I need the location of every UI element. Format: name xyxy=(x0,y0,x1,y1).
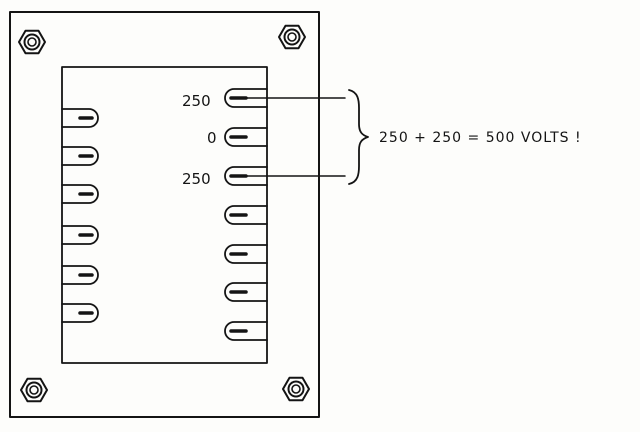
left-lug-1 xyxy=(61,108,99,128)
tap-label-top: 250 xyxy=(182,92,211,110)
right-lug-6 xyxy=(224,282,268,302)
right-lug-3 xyxy=(224,166,268,186)
terminal-board xyxy=(61,66,268,364)
tap-label-center: 0 xyxy=(207,129,217,147)
right-lug-7 xyxy=(224,321,268,341)
right-lug-1 xyxy=(224,88,268,108)
voltage-annotation: 250 + 250 = 500 VOLTS ! xyxy=(379,130,582,146)
left-lug-6 xyxy=(61,303,99,323)
curly-brace xyxy=(348,89,369,185)
tap-label-bottom: 250 xyxy=(182,170,211,188)
mounting-nut-top-left xyxy=(18,29,46,55)
left-lug-3 xyxy=(61,184,99,204)
right-lug-2 xyxy=(224,127,268,147)
left-lug-2 xyxy=(61,146,99,166)
right-lug-4 xyxy=(224,205,268,225)
left-lug-4 xyxy=(61,225,99,245)
mounting-nut-bottom-left xyxy=(20,377,48,403)
left-lug-5 xyxy=(61,265,99,285)
mounting-plate xyxy=(9,11,320,418)
mounting-nut-bottom-right xyxy=(282,376,310,402)
mounting-nut-top-right xyxy=(278,24,306,50)
right-lug-5 xyxy=(224,244,268,264)
